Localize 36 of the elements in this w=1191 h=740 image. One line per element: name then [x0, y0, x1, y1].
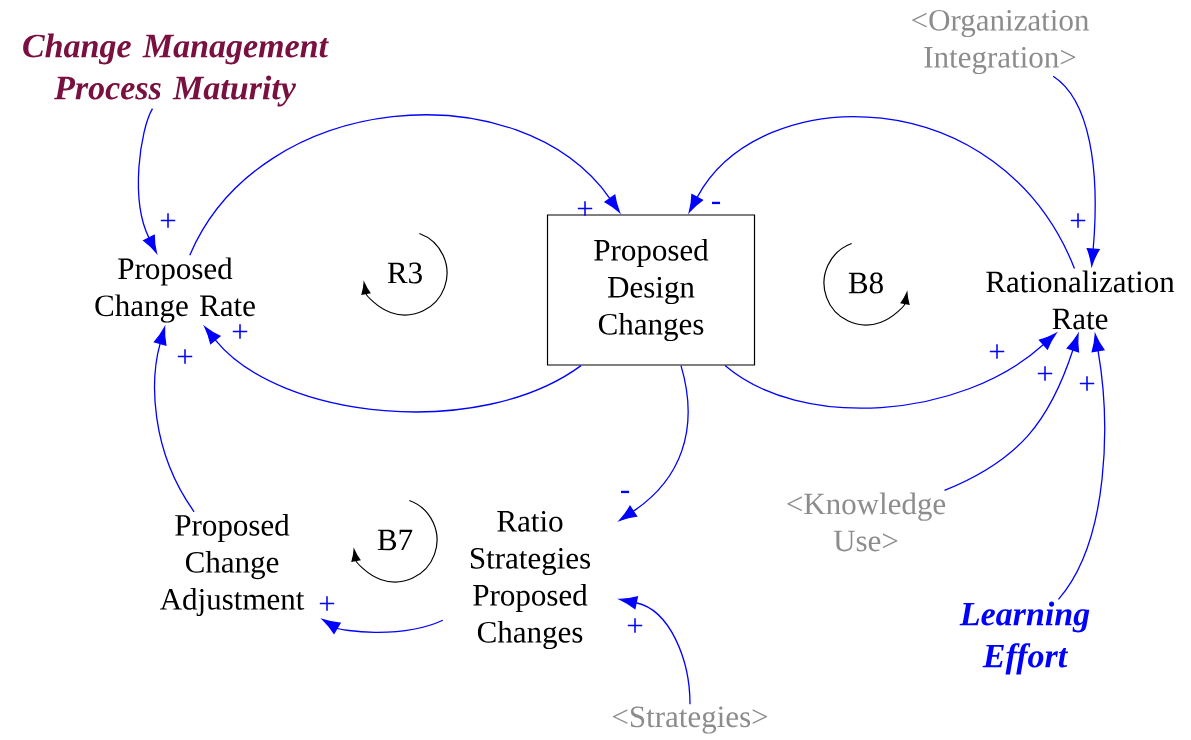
arrow — [1052, 75, 1100, 267]
loop-label: R3 — [387, 262, 422, 284]
node-text: Proposed Change Adjustment — [159, 513, 305, 617]
polarity-sign: + — [1079, 376, 1095, 391]
arrow — [1057, 333, 1106, 601]
arrow — [724, 332, 1057, 409]
node-text: <Knowledge Use> — [787, 492, 946, 552]
arrow — [137, 108, 157, 254]
polarity-sign: + — [577, 201, 593, 216]
polarity-sign: + — [232, 324, 248, 339]
arrow — [322, 619, 444, 634]
polarity-sign: + — [989, 344, 1005, 359]
arrow — [204, 326, 582, 413]
polarity-sign: + — [627, 618, 643, 633]
polarity-sign: + — [1037, 366, 1053, 381]
arrow — [688, 116, 1076, 270]
polarity-sign: + — [177, 349, 193, 364]
polarity-sign: + — [160, 213, 176, 228]
polarity-sign: + — [319, 596, 335, 611]
arrow — [619, 596, 691, 705]
node-text: Learning Effort — [959, 601, 1090, 675]
node-text: Proposed Change Rate — [95, 257, 255, 323]
node-text: Rationalization Rate — [986, 270, 1175, 330]
node-text: Change Management Process Maturity — [23, 33, 329, 107]
arrow — [618, 364, 689, 522]
arrow — [153, 326, 195, 513]
arrow — [943, 333, 1080, 492]
arrow — [189, 114, 620, 256]
loop-label: B7 — [377, 529, 413, 551]
node-text: <Strategies> — [612, 706, 768, 734]
polarity-sign: + — [1070, 213, 1086, 228]
polarity-sign: - — [621, 490, 630, 494]
loop-label: B8 — [848, 272, 883, 294]
node-text: <Organization Integration> — [912, 9, 1089, 75]
node-text: Ratio Strategies Proposed Changes — [470, 510, 591, 650]
polarity-sign: - — [712, 201, 721, 205]
